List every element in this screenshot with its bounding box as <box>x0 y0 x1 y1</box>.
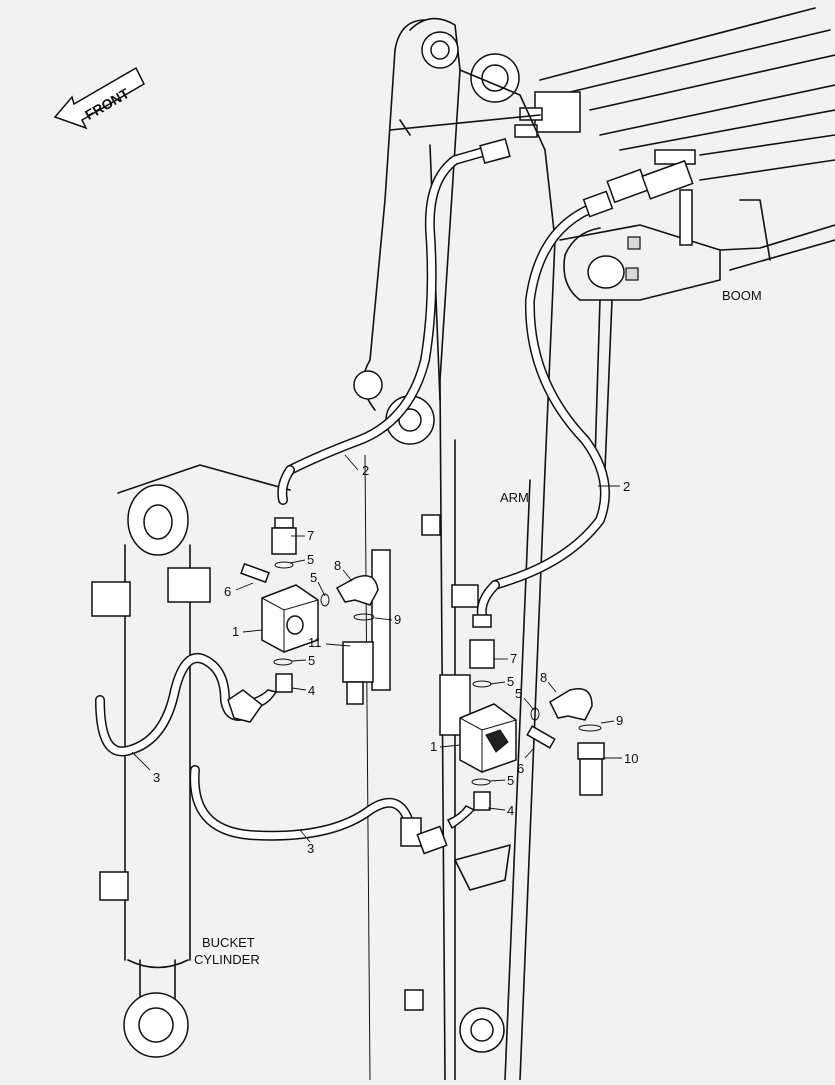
callout-9a: 9 <box>394 612 401 627</box>
bucket-cylinder-label-2: CYLINDER <box>194 952 260 967</box>
callout-7b: 7 <box>510 651 517 666</box>
callout-10: 10 <box>624 751 638 766</box>
callout-1b: 1 <box>430 739 437 754</box>
arm-label: ARM <box>500 490 529 505</box>
callout-4b: 4 <box>507 803 514 818</box>
callout-4a: 4 <box>308 683 315 698</box>
callout-6b: 6 <box>517 761 524 776</box>
hose-3-lower <box>189 765 448 855</box>
callout-5c: 5 <box>308 653 315 668</box>
callout-5b: 5 <box>310 570 317 585</box>
valve-block-left <box>227 517 379 723</box>
callout-5a: 5 <box>307 552 314 567</box>
callout-3b: 3 <box>307 841 314 856</box>
callout-1a: 1 <box>232 624 239 639</box>
bolt-6-right <box>526 725 556 749</box>
boom-structure: BOOM <box>514 7 835 471</box>
boom-label: BOOM <box>722 288 762 303</box>
callout-5d: 5 <box>507 674 514 689</box>
hose-3-upper <box>95 653 250 757</box>
boom-bracket <box>654 149 696 165</box>
front-arrow: FRONT <box>53 66 145 130</box>
callout-5e: 5 <box>515 686 522 701</box>
callout-7a: 7 <box>307 528 314 543</box>
hose-2-right <box>476 190 614 620</box>
callout-9b: 9 <box>616 713 623 728</box>
callout-numbers: 2 2 7 5 8 6 5 9 1 11 5 4 7 5 8 5 9 1 10 … <box>153 463 638 856</box>
callout-5f: 5 <box>507 773 514 788</box>
arm-structure: ARM <box>353 17 556 1081</box>
bucket-cylinder-label-1: BUCKET <box>202 935 255 950</box>
callout-2a: 2 <box>362 463 369 478</box>
bucket-cylinder: BUCKET CYLINDER <box>91 464 291 1058</box>
bolt-6-left <box>240 562 270 584</box>
callout-leaders <box>131 454 622 843</box>
callout-3a: 3 <box>153 770 160 785</box>
callout-6a: 6 <box>224 584 231 599</box>
callout-8a: 8 <box>334 558 341 573</box>
hose-2-left <box>277 138 511 505</box>
callout-8b: 8 <box>540 670 547 685</box>
callout-11: 11 <box>308 635 322 650</box>
valve-block-right <box>446 614 605 830</box>
callout-2b: 2 <box>623 479 630 494</box>
